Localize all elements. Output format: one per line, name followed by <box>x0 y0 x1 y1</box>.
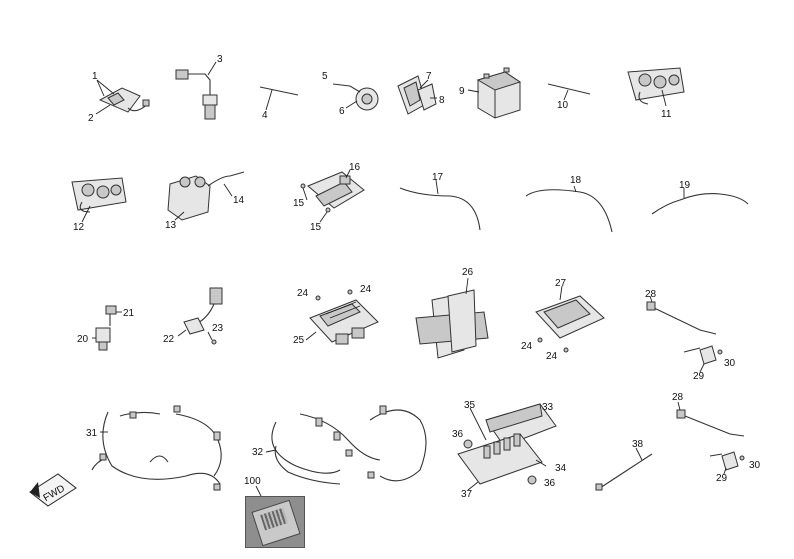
callout-13: 13 <box>165 220 177 231</box>
callout-35: 35 <box>464 400 476 411</box>
callout-30a: 30 <box>724 358 736 369</box>
callout-20: 20 <box>77 334 89 345</box>
part-starter-relay[interactable] <box>167 171 245 221</box>
callout-6: 6 <box>339 106 345 117</box>
part-rectifier[interactable] <box>305 289 379 345</box>
part-regulator[interactable] <box>300 169 365 223</box>
callout-36a: 36 <box>452 429 464 440</box>
part-bracket-26[interactable] <box>415 277 489 359</box>
callout-17: 17 <box>432 172 444 183</box>
part-fuse-box[interactable] <box>457 403 557 491</box>
part-cable-18[interactable] <box>525 185 613 233</box>
callout-23: 23 <box>212 323 224 334</box>
part-sensor-22[interactable] <box>177 287 223 345</box>
forward-direction-arrow-icon <box>29 473 77 507</box>
callout-19: 19 <box>679 180 691 191</box>
callout-33: 33 <box>542 402 554 413</box>
ecu-photo-inset[interactable] <box>245 496 305 548</box>
callout-18: 18 <box>570 175 582 186</box>
callout-37: 37 <box>461 489 473 500</box>
part-rod-10[interactable] <box>547 83 591 101</box>
part-cable-17[interactable] <box>399 179 481 231</box>
callout-27: 27 <box>555 278 567 289</box>
callout-31: 31 <box>86 428 98 439</box>
callout-32: 32 <box>252 447 264 458</box>
callout-16: 16 <box>349 162 361 173</box>
callout-28a: 28 <box>645 289 657 300</box>
callout-10: 10 <box>557 100 569 111</box>
callout-15a: 15 <box>293 198 305 209</box>
part-harness-32[interactable] <box>265 405 427 485</box>
part-sensor-20[interactable] <box>92 305 122 351</box>
callout-24c: 24 <box>521 341 533 352</box>
callout-2: 2 <box>88 113 94 124</box>
callout-24b: 24 <box>360 284 372 295</box>
part-rod-4[interactable] <box>259 86 299 111</box>
callout-25: 25 <box>293 335 305 346</box>
callout-26: 26 <box>462 267 474 278</box>
part-sensor-plug[interactable] <box>175 61 218 120</box>
callout-21: 21 <box>123 308 135 319</box>
part-o2-sensor-upper[interactable] <box>646 295 723 373</box>
part-rod-38[interactable] <box>595 447 653 491</box>
callout-36b: 36 <box>544 478 556 489</box>
callout-24d: 24 <box>546 351 558 362</box>
callout-7: 7 <box>426 71 432 82</box>
part-o2-sensor-lower[interactable] <box>676 401 745 475</box>
part-cable-19[interactable] <box>651 188 749 215</box>
callout-1: 1 <box>92 71 98 82</box>
callout-29b: 29 <box>716 473 728 484</box>
part-switch-set-12[interactable] <box>71 177 127 223</box>
part-ecu[interactable] <box>535 285 605 353</box>
callout-38: 38 <box>632 439 644 450</box>
callout-11: 11 <box>661 109 672 120</box>
callout-28b: 28 <box>672 392 684 403</box>
callout-4: 4 <box>262 110 268 121</box>
callout-labels: 1 2 3 4 5 6 7 8 9 10 11 12 13 14 15 15 1… <box>73 54 761 500</box>
callout-24a: 24 <box>297 288 309 299</box>
callout-15b: 15 <box>310 222 322 233</box>
callout-22: 22 <box>163 334 175 345</box>
callout-9: 9 <box>459 86 465 97</box>
callout-29a: 29 <box>693 371 705 382</box>
part-horn[interactable] <box>332 83 379 111</box>
callout-3: 3 <box>217 54 223 65</box>
callout-100: 100 <box>244 476 261 487</box>
callout-5: 5 <box>322 71 328 82</box>
callout-8: 8 <box>439 95 445 106</box>
part-switch-set-11[interactable] <box>627 67 685 107</box>
part-relay-bracket[interactable] <box>95 79 150 115</box>
callout-34: 34 <box>555 463 567 474</box>
callout-30b: 30 <box>749 460 761 471</box>
part-connector-7-8[interactable] <box>397 75 437 115</box>
part-battery[interactable] <box>467 67 522 119</box>
callout-14: 14 <box>233 195 245 206</box>
callout-12: 12 <box>73 222 85 233</box>
part-harness-31[interactable] <box>91 405 222 491</box>
